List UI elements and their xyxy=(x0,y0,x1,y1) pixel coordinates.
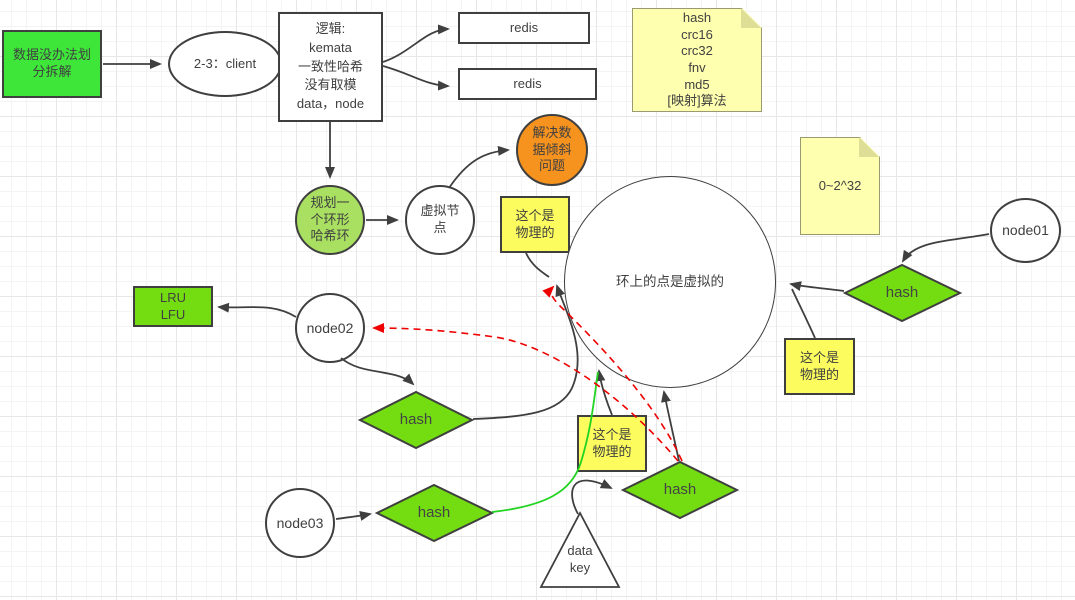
connector-logic-to-redis-top xyxy=(382,24,450,63)
hash-node03-label-wrap: hash xyxy=(394,502,474,524)
physical-note-bottom-label: 这个是 物理的 xyxy=(592,426,632,459)
connector-hash02-to-ring xyxy=(472,284,579,420)
node02-label: node02 xyxy=(306,319,354,336)
plan-ring-circle[interactable]: 规划一 个环形 哈希环 xyxy=(295,185,365,255)
redis-box-bottom[interactable]: redis xyxy=(458,68,597,100)
hash-algorithms-note[interactable]: hash crc16 crc32 fnv md5 [映射]算法 xyxy=(632,8,762,112)
hash-datakey-label: hash xyxy=(663,481,697,499)
range-note-label: 0~2^32 xyxy=(818,177,862,193)
virtual-node-circle[interactable]: 虚拟节 点 xyxy=(405,185,475,255)
connector-node03-to-hash xyxy=(335,511,372,521)
hash-right-label: hash xyxy=(885,284,919,302)
node03-circle[interactable]: node03 xyxy=(265,488,335,558)
logic-box-label: 逻辑: kemata 一致性哈希 没有取模 data，node xyxy=(296,20,365,112)
redis-top-label: redis xyxy=(509,19,539,35)
hash-node02-label-wrap: hash xyxy=(376,409,456,431)
hash-node02-label: hash xyxy=(399,411,433,429)
connector-logic-to-redis-bottom xyxy=(382,65,450,91)
logic-box[interactable]: 逻辑: kemata 一致性哈希 没有取模 data，node xyxy=(278,12,383,122)
connector-virtual-to-skew xyxy=(448,145,510,189)
hash-note-label: hash crc16 crc32 fnv md5 [映射]算法 xyxy=(667,10,727,109)
hash-node03-label: hash xyxy=(417,504,451,522)
start-box[interactable]: 数据没办法划 分拆解 xyxy=(2,30,102,98)
lru-box-label: LRU LFU xyxy=(159,289,186,322)
client-ellipse-label: 2-3：client xyxy=(193,55,257,71)
physical-note-top-label: 这个是 物理的 xyxy=(515,207,555,240)
note-fold-corner xyxy=(859,137,879,157)
connector-physical-right-join xyxy=(791,288,816,339)
note-fold-corner xyxy=(741,8,761,28)
start-box-label: 数据没办法划 分拆解 xyxy=(12,47,91,79)
node03-label: node03 xyxy=(276,514,324,531)
physical-note-bottom[interactable]: 这个是 物理的 xyxy=(577,415,647,472)
node02-circle[interactable]: node02 xyxy=(295,293,365,363)
physical-note-top[interactable]: 这个是 物理的 xyxy=(500,196,570,253)
node01-circle[interactable]: node01 xyxy=(990,198,1061,263)
connector-datakey-to-hash xyxy=(571,479,613,515)
connector-physical-bottom-join xyxy=(595,369,613,416)
hash-datakey-label-wrap: hash xyxy=(640,479,720,501)
skew-circle-label: 解决数 据倾斜 问题 xyxy=(532,124,572,174)
data-skew-circle[interactable]: 解决数 据倾斜 问题 xyxy=(516,114,588,186)
ring-circle-label: 环上的点是虚拟的 xyxy=(616,274,724,290)
connector-physical-top-join xyxy=(525,252,550,278)
virtual-circle-label: 虚拟节 点 xyxy=(420,203,460,235)
datakey-triangle-label: data key xyxy=(567,543,593,575)
client-ellipse[interactable]: 2-3：client xyxy=(168,31,282,97)
datakey-label-wrap: data key xyxy=(546,540,614,580)
redis-bottom-label: redis xyxy=(513,75,542,91)
connector-hash-datakey-to-ring xyxy=(661,390,680,462)
connector-node02-to-hash xyxy=(340,357,415,386)
physical-note-right-label: 这个是 物理的 xyxy=(799,349,839,382)
connector-node01-to-hash xyxy=(901,233,990,263)
lru-lfu-box[interactable]: LRU LFU xyxy=(133,286,213,327)
node01-label: node01 xyxy=(1002,222,1049,239)
connector-node02-to-lru xyxy=(217,302,297,318)
redis-box-top[interactable]: redis xyxy=(458,12,590,44)
hash-ring-circle[interactable]: 环上的点是虚拟的 xyxy=(564,176,776,388)
hash-right-label-wrap: hash xyxy=(862,282,942,304)
plan-circle-label: 规划一 个环形 哈希环 xyxy=(310,194,350,244)
physical-note-right[interactable]: 这个是 物理的 xyxy=(784,338,855,395)
connector-hash-to-ring-right xyxy=(789,281,845,292)
